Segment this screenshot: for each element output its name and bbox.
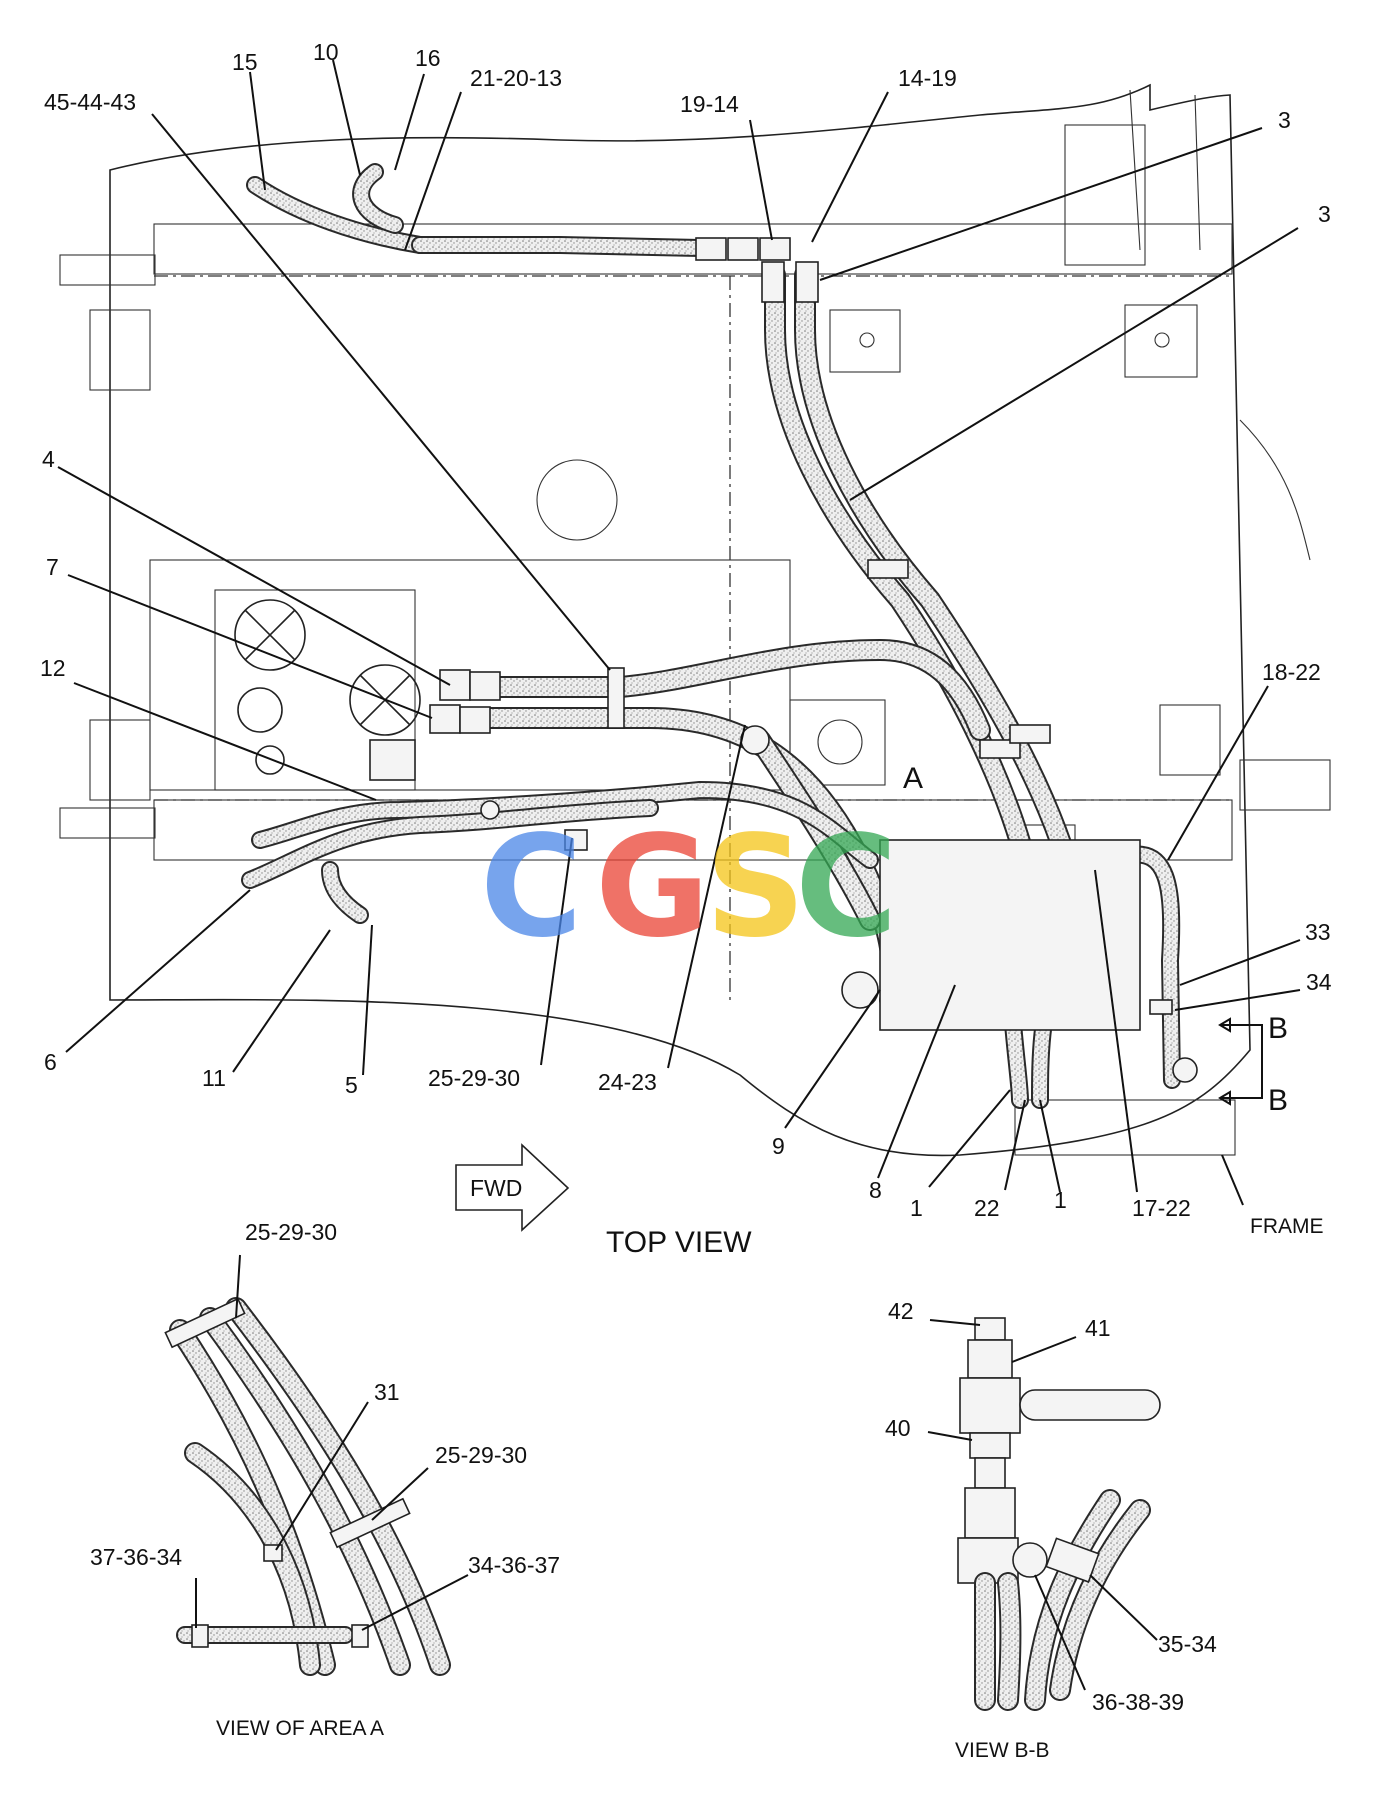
label-16: 16 [415, 45, 441, 71]
label-8: 8 [869, 1177, 882, 1203]
label-a-25-29-30-mid: 25-29-30 [435, 1442, 527, 1468]
top-view-title: TOP VIEW [606, 1226, 752, 1259]
label-25-29-30: 25-29-30 [428, 1065, 520, 1091]
label-3-a: 3 [1278, 107, 1291, 133]
label-19-14: 19-14 [680, 91, 739, 117]
view-b-b [927, 1317, 1161, 1711]
label-34: 34 [1306, 969, 1332, 995]
label-a-37-36-34: 37-36-34 [90, 1544, 182, 1570]
label-b-40: 40 [885, 1415, 911, 1441]
label-1-a: 1 [910, 1195, 923, 1221]
label-4: 4 [42, 446, 55, 472]
view-area-a-caption: VIEW OF AREA A [216, 1717, 384, 1740]
label-3-b: 3 [1318, 201, 1331, 227]
fwd-arrow-icon [455, 1143, 570, 1232]
label-b-41: 41 [1085, 1315, 1111, 1341]
label-18-22: 18-22 [1262, 659, 1321, 685]
label-24-23: 24-23 [598, 1069, 657, 1095]
watermark-logo: C G S C [480, 806, 898, 969]
label-a-25-29-30-top: 25-29-30 [245, 1219, 337, 1245]
label-14-19: 14-19 [898, 65, 957, 91]
view-area-a [164, 1254, 469, 1676]
watermark-letter-c2: C [795, 806, 898, 969]
label-area-a: A [903, 762, 923, 795]
label-5: 5 [345, 1072, 358, 1098]
watermark-letter-g: G [595, 806, 710, 969]
label-frame: FRAME [1250, 1215, 1324, 1238]
label-33: 33 [1305, 919, 1331, 945]
fittings [429, 237, 1198, 1083]
valve-assembly [234, 599, 421, 781]
label-15: 15 [232, 49, 258, 75]
label-45-44-43: 45-44-43 [44, 89, 136, 115]
label-b-36-38-39: 36-38-39 [1092, 1689, 1184, 1715]
watermark-letter-c1: C [480, 806, 583, 969]
label-a-34-36-37: 34-36-37 [468, 1552, 560, 1578]
label-section-b-2: B [1268, 1084, 1288, 1117]
label-b-42: 42 [888, 1298, 914, 1324]
label-17-22: 17-22 [1132, 1195, 1191, 1221]
label-1-b: 1 [1054, 1187, 1067, 1213]
label-b-35-34: 35-34 [1158, 1631, 1217, 1657]
part-labels: 15 10 16 21-20-13 45-44-43 19-14 14-19 3… [40, 39, 1332, 1762]
label-21-20-13: 21-20-13 [470, 65, 562, 91]
label-10: 10 [313, 39, 339, 65]
label-22: 22 [974, 1195, 1000, 1221]
fwd-label: FWD [470, 1175, 522, 1201]
label-a-31: 31 [374, 1379, 400, 1405]
leader-lines [57, 59, 1301, 1206]
view-b-b-caption: VIEW B-B [955, 1739, 1050, 1762]
hoses [241, 163, 1181, 1109]
label-9: 9 [772, 1133, 785, 1159]
label-section-b-1: B [1268, 1012, 1288, 1045]
label-7: 7 [46, 554, 59, 580]
label-6: 6 [44, 1049, 57, 1075]
label-11: 11 [202, 1065, 226, 1091]
label-12: 12 [40, 655, 66, 681]
watermark-letter-s: S [705, 806, 806, 969]
section-arrows [1218, 1017, 1263, 1106]
